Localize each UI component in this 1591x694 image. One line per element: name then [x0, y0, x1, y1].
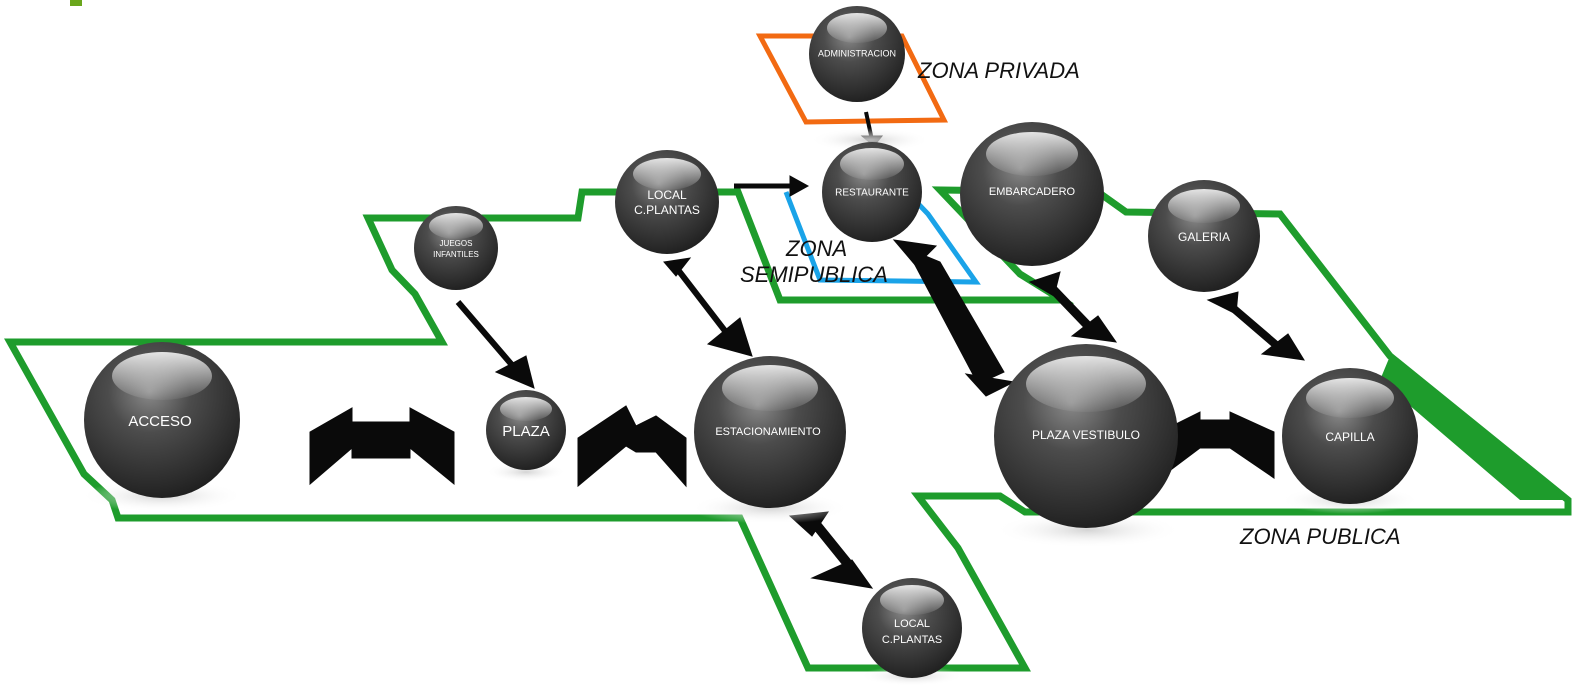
arrow-vestibulo-capilla — [1159, 411, 1275, 479]
node-embarcadero-label: EMBARCADERO — [989, 186, 1076, 198]
zona-semipublica-outline — [783, 188, 981, 285]
node-embarcadero: EMBARCADERO — [960, 122, 1104, 266]
arrows — [309, 111, 1305, 589]
node-restaurante: RESTAURANTE — [822, 142, 922, 242]
node-local-top-label-line2: C.PLANTAS — [634, 203, 700, 217]
zona-privada-label: ZONA PRIVADA — [917, 58, 1080, 83]
node-plaza-vestibulo: PLAZA VESTIBULO — [994, 344, 1178, 528]
node-administracion-label: ADMINISTRACION — [818, 48, 896, 58]
node-juegos-label-line2: INFANTILES — [433, 250, 479, 259]
arrow-embarcadero-vestibulo — [1028, 271, 1118, 343]
arrow-plaza-estacionamiento — [577, 405, 687, 488]
node-juegos-label-line1: JUEGOS — [440, 239, 473, 248]
node-capilla-label: CAPILLA — [1325, 430, 1374, 444]
arrow-galeria-capilla — [1206, 291, 1305, 361]
arrow-acceso-plaza — [309, 407, 455, 486]
zona-semipublica-label-line2: SEMIPUBLICA — [740, 262, 888, 287]
arrow-juegos-plaza — [455, 300, 535, 389]
zona-publica-label: ZONA PUBLICA — [1239, 524, 1401, 549]
corner-mark — [70, 0, 82, 6]
arrow-restaurante-vestibulo — [892, 239, 1016, 397]
node-local-top-label-line1: LOCAL — [647, 188, 687, 202]
node-plaza-vestibulo-label: PLAZA VESTIBULO — [1032, 428, 1140, 442]
node-galeria: GALERIA — [1148, 180, 1260, 292]
node-acceso-label: ACCESO — [128, 413, 191, 430]
arrow-local-restaurante — [734, 175, 810, 197]
node-galeria-label: GALERIA — [1178, 230, 1230, 244]
node-plaza: PLAZA — [486, 390, 566, 470]
node-local-bottom: LOCAL C.PLANTAS — [862, 578, 962, 678]
node-juegos-infantiles: JUEGOS INFANTILES — [414, 206, 498, 290]
node-estacionamiento: ESTACIONAMIENTO — [694, 356, 846, 508]
node-local-bottom-label-line2: C.PLANTAS — [882, 634, 942, 646]
arrow-estacionamiento-local — [788, 511, 874, 589]
node-local-top: LOCAL C.PLANTAS — [615, 150, 719, 254]
node-local-bottom-label-line1: LOCAL — [894, 618, 930, 630]
node-plaza-label: PLAZA — [502, 423, 550, 440]
node-capilla: CAPILLA — [1282, 368, 1418, 504]
node-acceso: ACCESO — [84, 342, 240, 498]
node-administracion: ADMINISTRACION — [809, 6, 905, 102]
arrow-local-estacionamiento — [663, 257, 753, 357]
node-restaurante-label: RESTAURANTE — [835, 188, 909, 199]
zona-semipublica-label-line1: ZONA — [785, 236, 847, 261]
zona-publica-outline — [4, 186, 1572, 672]
node-estacionamiento-label: ESTACIONAMIENTO — [715, 426, 821, 438]
